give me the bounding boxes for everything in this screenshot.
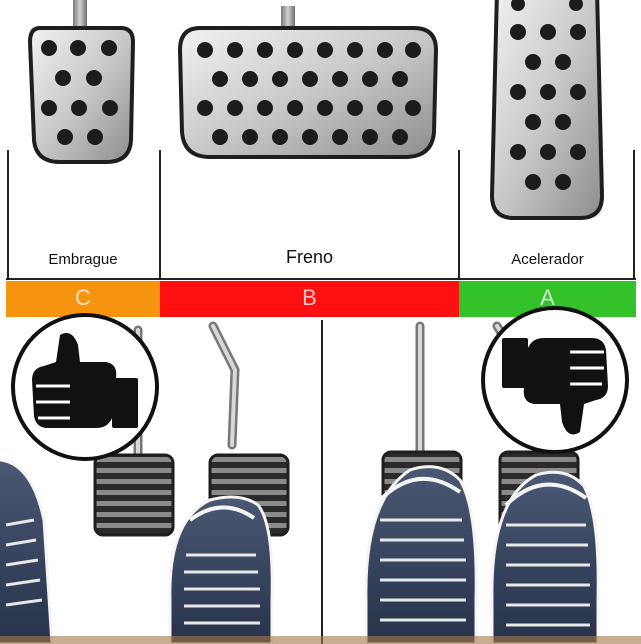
band-b [160, 281, 459, 317]
letter-accelerator: A [540, 285, 555, 310]
band-c [6, 281, 160, 317]
accelerator-pedal-top [489, 0, 605, 220]
clutch-pedal-top [27, 0, 136, 164]
thumbs-up-icon [11, 313, 159, 461]
letter-brake: B [302, 285, 317, 310]
top-pedals [27, 0, 605, 220]
label-clutch: Embrague [48, 251, 118, 268]
letter-clutch: C [75, 285, 91, 310]
thumbs-down-icon [481, 306, 629, 454]
left-shoes [0, 458, 274, 644]
label-brake: Freno [285, 247, 334, 267]
brake-pedal-top [177, 6, 439, 159]
right-shoes [364, 465, 600, 644]
label-accelerator: Acelerador [511, 251, 584, 268]
bracket-lines [6, 150, 636, 280]
color-band [6, 281, 636, 317]
